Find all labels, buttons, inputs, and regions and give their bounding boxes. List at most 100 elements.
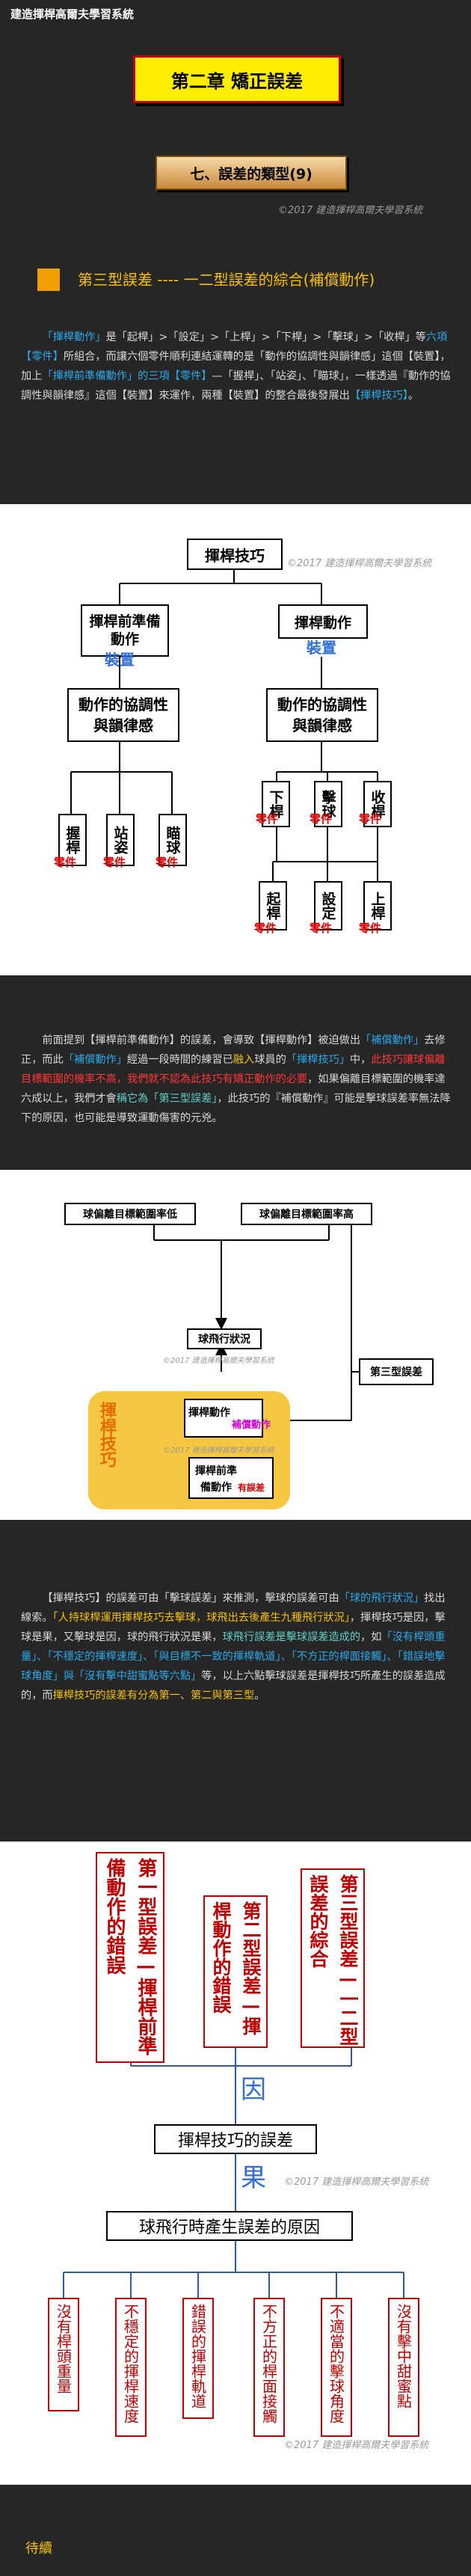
part-downswing: 下桿 [262, 781, 290, 827]
chapter-title: 第二章 矯正誤差 [170, 70, 304, 92]
to-be-continued: 待續 [25, 2541, 52, 2557]
text-span: 【揮桿技巧】 [349, 390, 408, 402]
text-span: 。 [254, 1690, 265, 1702]
part-aim: 瞄球 [158, 814, 187, 866]
part-stance: 站姿 [106, 814, 135, 866]
text-span: 「補償動作」 [360, 1034, 425, 1046]
diagram-cause-effect: 第一型誤差—揮桿前準備動作的錯誤 第二型誤差—揮桿動作的錯誤 第三型誤差—一二型… [0, 1841, 471, 2485]
text-span: ，如 [360, 1631, 382, 1643]
text-span: 找出線索。 [21, 1592, 446, 1624]
type3-box: 第三型誤差—一二型誤差的綜合 [301, 1868, 365, 2048]
node-skill: 揮桿技巧 [187, 539, 283, 570]
cause-label: 因 [241, 2075, 266, 2105]
part-label: 零件 [54, 856, 77, 869]
node-low-deviation: 球偏離目標範圍率低 [64, 1203, 196, 1225]
node-coord-left: 動作的協調性與韻律感 [67, 688, 179, 742]
paragraph-3: 【揮桿技巧】的誤差可由「擊球誤差」來推測，擊球的誤差可由「球的飛行狀況」找出線索… [21, 1589, 455, 1705]
chapter-title-box: 第二章 矯正誤差 [133, 55, 341, 103]
part-setup: 設定 [314, 881, 342, 930]
text-span: 球員的 [254, 1054, 286, 1066]
skill-group-label: 揮桿技巧 [97, 1402, 116, 1468]
part-takeaway: 起桿 [259, 881, 287, 930]
compensation-label: 補償動作 [232, 1420, 271, 1431]
node-ball-flight: 球飛行狀況 [187, 1328, 262, 1349]
watermark: ©2017 建造揮桿高爾夫學習系統 [284, 2440, 429, 2451]
paragraph-1: 「揮桿動作」是「起桿」>「設定」>「上桿」>「下桿」>「擊球」>「收桿」等六項【… [21, 328, 455, 405]
type1-box: 第一型誤差—揮桿前準備動作的錯誤 [96, 1852, 164, 2063]
node-flight-cause: 球飛行時產生誤差的原因 [106, 2211, 353, 2241]
text-span: ，此技巧的『補償動作』可能是擊球誤差率無法降下的原因，也可能是導致運動傷害的元兇… [21, 1093, 451, 1124]
type2-box: 第二型誤差—揮桿動作的錯誤 [203, 1895, 268, 2048]
bullet-square-icon [37, 269, 60, 291]
text-span: 所組合，而讓六個零件順利連結運轉的是「動作的協調性與韻律感」這個【裝置】，加上 [21, 351, 451, 382]
text-span: 稱它為「第三型誤差」 [116, 1093, 218, 1105]
watermark: ©2017 建造揮桿高爾夫學習系統 [163, 1447, 274, 1455]
reason-attack-angle: 不適當的擊球角度 [321, 2298, 352, 2437]
text-span: 前面提到【揮桿前準備動作】的誤差，會導致【揮桿動作】被迫做出 [42, 1034, 361, 1046]
reason-unstable-speed: 不穩定的揮桿速度 [115, 2298, 147, 2437]
part-impact: 擊球 [314, 781, 342, 827]
part-finish: 收桿 [363, 781, 392, 827]
text-span: 是「起桿」>「設定」>「上桿」>「下桿」>「擊球」>「收桿」等 [105, 331, 426, 343]
paragraph-2: 前面提到【揮桿前準備動作】的誤差，會導致【揮桿動作】被迫做出「補償動作」去修正，… [21, 1031, 455, 1128]
part-label: 零件 [359, 921, 382, 935]
part-backswing: 上桿 [363, 881, 392, 930]
type3-heading: 第三型誤差 ---- 一二型誤差的綜合(補償動作) [78, 271, 375, 289]
node-prep: 揮桿前準備動作 [81, 604, 169, 657]
watermark: ©2017 建造揮桿高爾夫學習系統 [278, 205, 423, 216]
part-label: 零件 [310, 812, 333, 826]
diagram-3-lines [63, 2048, 404, 2298]
text-span: 去修正，而此 [21, 1034, 446, 1066]
node-prep-motion: 揮桿前準備動作 [188, 1457, 274, 1499]
text-span: 中， [349, 1054, 372, 1066]
watermark: ©2017 建造揮桿高爾夫學習系統 [287, 558, 432, 569]
reason-sweet-spot: 沒有擊中甜蜜點 [388, 2298, 419, 2437]
reason-no-head-weight: 沒有桿頭重量 [48, 2298, 79, 2411]
part-label: 零件 [359, 812, 382, 826]
text-span: 融入 [233, 1054, 255, 1066]
device-label: 裝置 [307, 639, 336, 657]
part-label: 零件 [256, 812, 279, 826]
text-span: 揮桿技巧的誤差有分為第一、第二與第三型 [52, 1690, 255, 1702]
watermark: ©2017 建造揮桿高爾夫學習系統 [163, 1357, 274, 1365]
node-coord-right: 動作的協調性與韻律感 [266, 688, 378, 742]
site-title: 建造揮桿高爾夫學習系統 [10, 7, 135, 21]
text-span: 的三項【零件】 [138, 370, 212, 382]
part-label: 零件 [103, 856, 126, 869]
section-title-box: 七、誤差的類型(9) [156, 156, 347, 190]
text-span: 「揮桿動作」 [42, 331, 106, 343]
effect-label: 果 [241, 2163, 266, 2193]
error-label: 有誤差 [238, 1482, 265, 1493]
node-high-deviation: 球偏離目標範圍率高 [241, 1203, 372, 1225]
text-span: 此技巧讓球偏離目標範圍的機率不高，我們就不認為此技巧有矯正動作的必要 [21, 1054, 446, 1085]
section-title: 七、誤差的類型(9) [190, 165, 313, 183]
text-span: ，如果偏離目標範圍的機率達六成以上，我們才會 [21, 1073, 446, 1105]
text-span: 六項【零件】 [21, 331, 448, 363]
text-span: 「球的飛行狀況」 [339, 1592, 425, 1604]
text-span: ，揮桿技巧是因，擊球是果，又擊球是因，球的飛行狀況是果， [21, 1612, 446, 1643]
diagram-skill-structure: 揮桿技巧 ©2017 建造揮桿高爾夫學習系統 揮桿前準備動作 裝置 揮桿動作 裝… [0, 504, 471, 975]
text-span: 等，以上六點擊球誤差是揮桿技巧所產生的誤差造成的，而 [21, 1670, 446, 1702]
text-span: 。 [407, 390, 419, 402]
text-span: 「補償動作」 [63, 1054, 127, 1066]
node-type3-error: 第三型誤差 [359, 1358, 434, 1385]
part-label: 零件 [156, 856, 179, 869]
part-label: 零件 [254, 921, 277, 935]
node-swing-motion: 揮桿動作 [184, 1399, 263, 1438]
text-span: 【揮桿技巧】的誤差可由「擊球誤差」來推測，擊球的誤差可由 [42, 1592, 339, 1604]
text-span: —「握桿」、「站姿」、「瞄球」，一樣透過『動作的協調性與韻律感』這個【裝置】來運… [21, 370, 451, 402]
device-label: 裝置 [105, 651, 135, 669]
text-span: 「揮桿技巧」 [286, 1054, 350, 1066]
part-grip: 握桿 [58, 814, 87, 866]
reason-face-contact: 不方正的桿面接觸 [253, 2298, 285, 2437]
text-span: 「人持球桿運用揮桿技巧去擊球，球飛出去後產生九種飛行狀況」 [52, 1612, 350, 1624]
text-span: 經過一段時間的練習已 [126, 1054, 233, 1066]
reason-wrong-path: 錯誤的揮桿軌道 [182, 2298, 214, 2419]
diagram-compensation: 球偏離目標範圍率低 球偏離目標範圍率高 球飛行狀況 ©2017 建造揮桿高爾夫學… [0, 1170, 471, 1520]
watermark: ©2017 建造揮桿高爾夫學習系統 [284, 2177, 429, 2188]
text-span: 「沒有桿頭重量」、「不穩定的揮桿速度」、「與目標不一致的揮桿軌道」、「不方正的桿… [21, 1631, 446, 1682]
node-skill-error: 揮桿技巧的誤差 [154, 2124, 317, 2154]
text-span: 「揮桿前準備動作」 [42, 370, 138, 382]
part-label: 零件 [310, 921, 333, 935]
node-swing: 揮桿動作 [278, 604, 368, 639]
